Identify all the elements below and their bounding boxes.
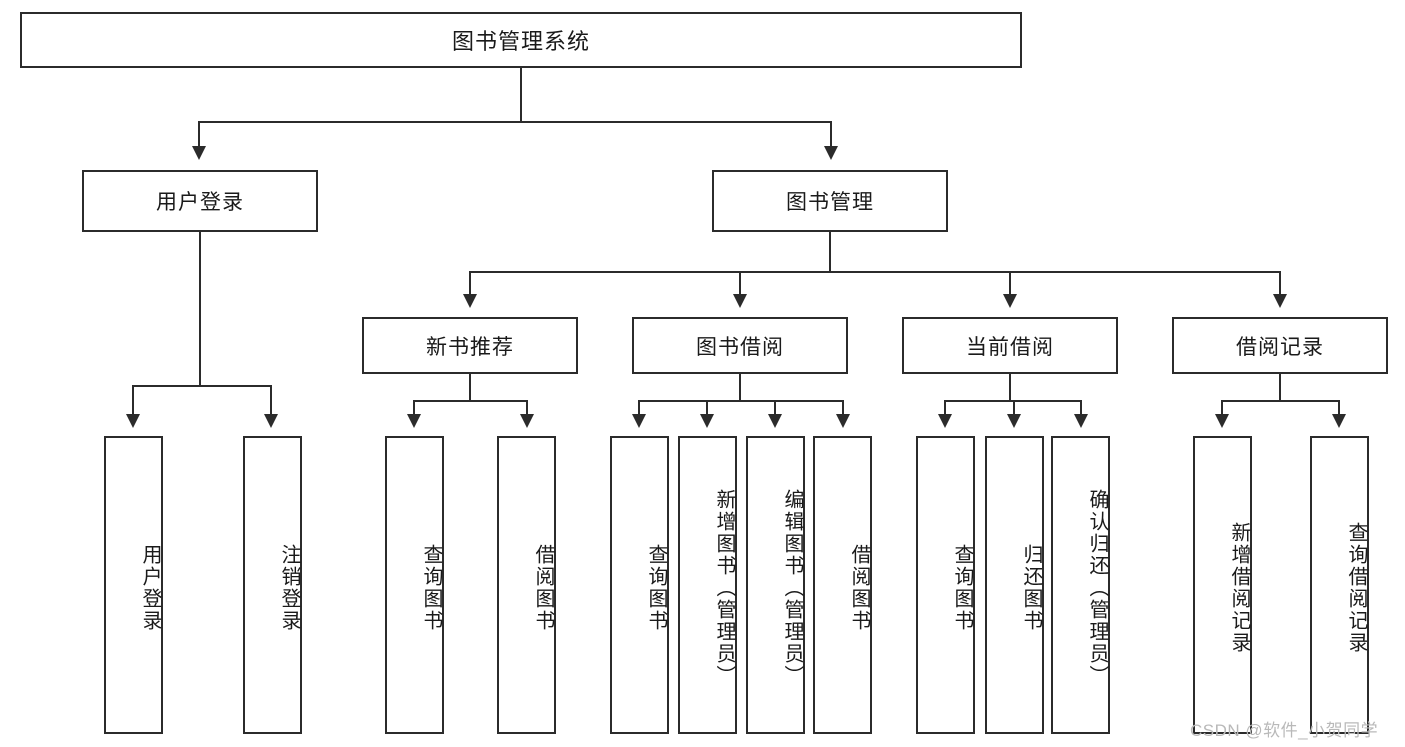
connector-new-book-bus: [413, 400, 527, 402]
node-label: 图书借阅: [696, 335, 784, 359]
connector-borrow-record-trunk: [1279, 374, 1281, 401]
leaf-current-borrow-2[interactable]: 确认归还（管理员）: [1051, 436, 1110, 734]
arrowhead-borrow-record-leaf-1: [1332, 414, 1346, 428]
leaf-book-borrow-3[interactable]: 借阅图书: [813, 436, 872, 734]
arrowhead-user-login-leaf-0: [126, 414, 140, 428]
connector-borrow-record-bus: [1221, 400, 1339, 402]
connector-book-borrow-to-leaf-0: [638, 400, 640, 416]
node-label: 用户登录: [156, 191, 244, 214]
arrowhead-book-borrow-leaf-1: [700, 414, 714, 428]
connector-book-manage-to-book-borrow: [739, 271, 741, 296]
node-label: 查询图书: [951, 544, 973, 632]
node-label: 注销登录: [278, 544, 300, 632]
node-label: 图书管理: [786, 191, 874, 214]
node-label: 图书管理系统: [451, 29, 590, 54]
arrowhead-current-borrow-leaf-0: [938, 414, 952, 428]
node-new-book-recommend[interactable]: 新书推荐: [362, 317, 578, 374]
leaf-current-borrow-0[interactable]: 查询图书: [916, 436, 975, 734]
connector-user-login-to-leaf-0: [132, 385, 134, 417]
arrowhead-book-manage-current-borrow: [1003, 294, 1017, 308]
arrowhead-borrow-record-leaf-0: [1215, 414, 1229, 428]
node-label: 归还图书: [1020, 544, 1042, 632]
connector-root-to-book-manage: [830, 121, 832, 149]
connector-new-book-to-leaf-0: [413, 400, 415, 416]
connector-book-manage-to-new-book: [469, 271, 471, 296]
connector-book-manage-bus: [469, 271, 1281, 273]
node-label: 新书推荐: [426, 335, 514, 359]
node-borrow-record[interactable]: 借阅记录: [1172, 317, 1388, 374]
node-label: 新增借阅记录: [1228, 522, 1250, 654]
connector-root-to-user-login: [198, 121, 200, 149]
connector-book-manage-trunk: [829, 232, 831, 272]
leaf-book-borrow-2[interactable]: 编辑图书（管理员）: [746, 436, 805, 734]
connector-root-trunk: [520, 68, 522, 122]
connector-current-borrow-to-leaf-1: [1013, 400, 1015, 416]
node-label: 查询图书: [645, 544, 667, 632]
node-current-borrow[interactable]: 当前借阅: [902, 317, 1118, 374]
arrowhead-current-borrow-leaf-1: [1007, 414, 1021, 428]
arrowhead-book-borrow-leaf-3: [836, 414, 850, 428]
connector-user-login-trunk: [199, 232, 201, 386]
arrowhead-new-book-leaf-1: [520, 414, 534, 428]
arrowhead-root-to-user-login: [192, 146, 206, 160]
arrowhead-user-login-leaf-1: [264, 414, 278, 428]
leaf-user-login-0[interactable]: 用户登录: [104, 436, 163, 734]
arrowhead-book-borrow-leaf-0: [632, 414, 646, 428]
arrowhead-root-to-book-manage: [824, 146, 838, 160]
arrowhead-book-borrow-leaf-2: [768, 414, 782, 428]
leaf-borrow-record-1[interactable]: 查询借阅记录: [1310, 436, 1369, 734]
connector-book-borrow-trunk: [739, 374, 741, 401]
connector-current-borrow-to-leaf-0: [944, 400, 946, 416]
connector-new-book-to-leaf-1: [526, 400, 528, 416]
arrowhead-book-manage-book-borrow: [733, 294, 747, 308]
connector-borrow-record-to-leaf-1: [1338, 400, 1340, 416]
leaf-current-borrow-1[interactable]: 归还图书: [985, 436, 1044, 734]
connector-borrow-record-to-leaf-0: [1221, 400, 1223, 416]
connector-current-borrow-to-leaf-2: [1080, 400, 1082, 416]
node-label: 编辑图书（管理员）: [781, 489, 803, 687]
leaf-book-borrow-0[interactable]: 查询图书: [610, 436, 669, 734]
leaf-book-borrow-1[interactable]: 新增图书（管理员）: [678, 436, 737, 734]
connector-book-borrow-to-leaf-2: [774, 400, 776, 416]
node-label: 用户登录: [139, 544, 161, 632]
node-label: 当前借阅: [966, 335, 1054, 359]
node-label: 借阅图书: [532, 544, 554, 632]
leaf-new-book-0[interactable]: 查询图书: [385, 436, 444, 734]
leaf-new-book-1[interactable]: 借阅图书: [497, 436, 556, 734]
node-label: 新增图书（管理员）: [713, 489, 735, 687]
leaf-user-login-1[interactable]: 注销登录: [243, 436, 302, 734]
connector-book-manage-to-borrow-record: [1279, 271, 1281, 296]
connector-root-bus: [198, 121, 832, 123]
connector-user-login-to-leaf-1: [270, 385, 272, 417]
node-root-system[interactable]: 图书管理系统: [20, 12, 1022, 68]
node-user-login[interactable]: 用户登录: [82, 170, 318, 232]
leaf-borrow-record-0[interactable]: 新增借阅记录: [1193, 436, 1252, 734]
node-label: 借阅图书: [848, 544, 870, 632]
connector-current-borrow-trunk: [1009, 374, 1011, 401]
node-book-borrow[interactable]: 图书借阅: [632, 317, 848, 374]
connector-book-borrow-bus: [638, 400, 844, 402]
node-label: 借阅记录: [1236, 335, 1324, 359]
connector-new-book-trunk: [469, 374, 471, 401]
node-book-manage[interactable]: 图书管理: [712, 170, 948, 232]
connector-user-login-bus: [132, 385, 270, 387]
csdn-watermark: CSDN @软件_小贺同学: [1190, 721, 1379, 740]
node-label: 查询图书: [420, 544, 442, 632]
node-label: 查询借阅记录: [1345, 522, 1367, 654]
node-label: 确认归还（管理员）: [1086, 489, 1108, 687]
arrowhead-book-manage-new-book: [463, 294, 477, 308]
connector-book-manage-to-current-borrow: [1009, 271, 1011, 296]
arrowhead-new-book-leaf-0: [407, 414, 421, 428]
connector-book-borrow-to-leaf-1: [706, 400, 708, 416]
arrowhead-book-manage-borrow-record: [1273, 294, 1287, 308]
connector-book-borrow-to-leaf-3: [842, 400, 844, 416]
arrowhead-current-borrow-leaf-2: [1074, 414, 1088, 428]
